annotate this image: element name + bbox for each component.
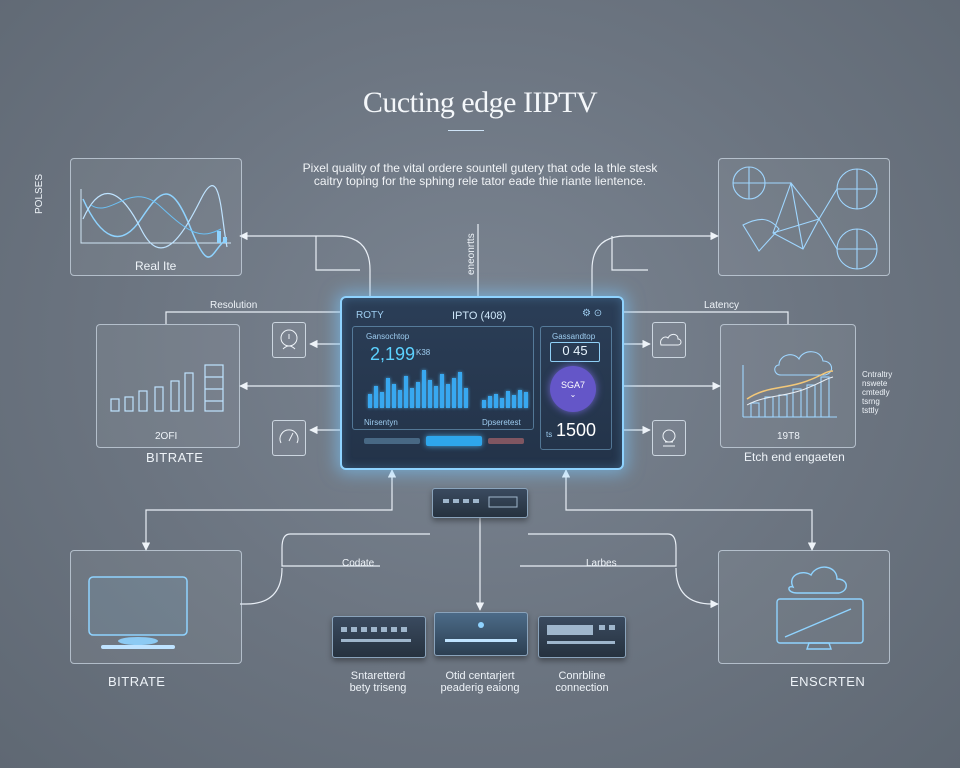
gauge-icon[interactable] bbox=[272, 420, 306, 456]
traffic-bar bbox=[452, 378, 456, 408]
traffic-bar bbox=[380, 392, 384, 408]
waveform-graph bbox=[80, 185, 231, 258]
traffic-bar bbox=[440, 374, 444, 408]
switch-device-left[interactable] bbox=[332, 616, 426, 658]
summary-panel bbox=[540, 326, 612, 450]
chevron-down-icon: ⌄ bbox=[569, 390, 577, 399]
latency-chart bbox=[742, 351, 837, 418]
traffic-bar bbox=[428, 380, 432, 408]
latency-label: Etch end engaeten bbox=[744, 450, 845, 464]
bitrate-label: BITRATE bbox=[146, 450, 204, 465]
traffic-bar bbox=[506, 391, 510, 408]
traffic-bar bbox=[500, 398, 504, 408]
traffic-bar bbox=[374, 386, 378, 408]
traffic-bar bbox=[518, 390, 522, 408]
traffic-bar bbox=[410, 388, 414, 408]
stat-value-2: 0 45 bbox=[550, 342, 600, 362]
network-graph bbox=[732, 166, 878, 270]
resolution-caption: Resolution bbox=[210, 300, 258, 311]
traffic-bars-right bbox=[482, 382, 530, 408]
traffic-bar bbox=[404, 376, 408, 408]
bitrate-bars bbox=[110, 364, 224, 412]
switch-device-right[interactable] bbox=[538, 616, 626, 658]
traffic-bar bbox=[512, 395, 516, 408]
stat-value-1: 2,199 bbox=[370, 344, 416, 364]
traffic-bar bbox=[422, 370, 426, 408]
traffic-bar bbox=[368, 394, 372, 408]
switch-device-center[interactable] bbox=[434, 612, 528, 656]
real-time-label: Real Ite bbox=[135, 259, 177, 273]
traffic-bar bbox=[434, 386, 438, 408]
bottom-left-link: Codate bbox=[342, 558, 375, 569]
top-center-vertical-text: eneonrtts bbox=[466, 233, 477, 275]
latency-caption: Latency bbox=[704, 300, 740, 311]
progress-bar-3 bbox=[488, 438, 524, 444]
real-time-panel[interactable]: Real Ite bbox=[70, 158, 242, 276]
cloud-icon[interactable] bbox=[652, 322, 686, 358]
encryption-panel[interactable] bbox=[718, 550, 890, 664]
traffic-bar bbox=[386, 378, 390, 408]
settings-icon[interactable] bbox=[652, 420, 686, 456]
dashboard-window-controls[interactable]: ⚙ ⊙ bbox=[582, 308, 603, 319]
bitrate-inner-caption: 2OFI bbox=[155, 431, 178, 442]
footer-label-1: Nirsentyn bbox=[364, 418, 398, 427]
stat-label-1: Gansochtop bbox=[366, 332, 410, 341]
display-panel[interactable] bbox=[70, 550, 242, 664]
iptv-dashboard[interactable]: ROTY IPTO (408) ⚙ ⊙ Gansochtop 2,199 K38… bbox=[340, 296, 624, 470]
monitor-graphic bbox=[88, 576, 188, 649]
stat-unit-1: K38 bbox=[416, 348, 431, 357]
big-value: 1500 bbox=[556, 420, 597, 440]
traffic-bar bbox=[464, 388, 468, 408]
traffic-bar bbox=[392, 384, 396, 408]
bottom-right-label: ENSCRTEN bbox=[790, 674, 866, 689]
device-caption-left: Sntaretterd bety triseng bbox=[349, 670, 407, 694]
bitrate-panel[interactable]: 2OFI bbox=[96, 324, 240, 448]
traffic-bar bbox=[524, 392, 528, 408]
traffic-bar bbox=[398, 390, 402, 408]
dashboard-center-title: IPTO (408) bbox=[452, 310, 507, 322]
title-underline bbox=[448, 130, 484, 131]
bottom-right-link: Larbes bbox=[586, 558, 617, 569]
stat-label-2: Gassandtop bbox=[552, 332, 596, 341]
traffic-bar bbox=[416, 382, 420, 408]
network-diagram-panel[interactable] bbox=[718, 158, 890, 276]
router-device[interactable] bbox=[432, 488, 528, 518]
footer-label-2: Dpseretest bbox=[482, 418, 521, 427]
info-icon[interactable] bbox=[272, 322, 306, 358]
traffic-bar bbox=[488, 396, 492, 408]
latency-inner-caption: 19T8 bbox=[777, 431, 800, 442]
device-caption-center: Otid centarjert peaderig eaiong bbox=[440, 670, 520, 694]
cloud-monitor-graphic bbox=[776, 566, 864, 650]
bottom-left-label: BITRATE bbox=[108, 674, 166, 689]
traffic-bar bbox=[458, 372, 462, 408]
traffic-bar bbox=[482, 400, 486, 408]
traffic-bars-left bbox=[368, 368, 478, 408]
latency-panel[interactable]: 19T8 bbox=[720, 324, 856, 448]
top-left-side-text: POLSES bbox=[34, 173, 45, 214]
traffic-bar bbox=[494, 394, 498, 408]
dashboard-left-title: ROTY bbox=[356, 310, 384, 321]
latency-side-text: Cntraltry nswete cmtedly tsrng tsttly bbox=[862, 370, 893, 415]
stats-panel bbox=[352, 326, 534, 430]
page-title: Cucting edge IIPTV bbox=[362, 86, 598, 119]
traffic-bar bbox=[446, 384, 450, 408]
device-caption-right: Conrbline connection bbox=[555, 670, 609, 694]
progress-bar-2[interactable] bbox=[426, 436, 482, 446]
status-circle[interactable]: SGA7 ⌄ bbox=[550, 366, 596, 412]
big-value-prefix: ts bbox=[546, 430, 553, 439]
progress-bar-1 bbox=[364, 438, 420, 444]
subtitle: Pixel quality of the vital ordere sounte… bbox=[302, 161, 658, 188]
